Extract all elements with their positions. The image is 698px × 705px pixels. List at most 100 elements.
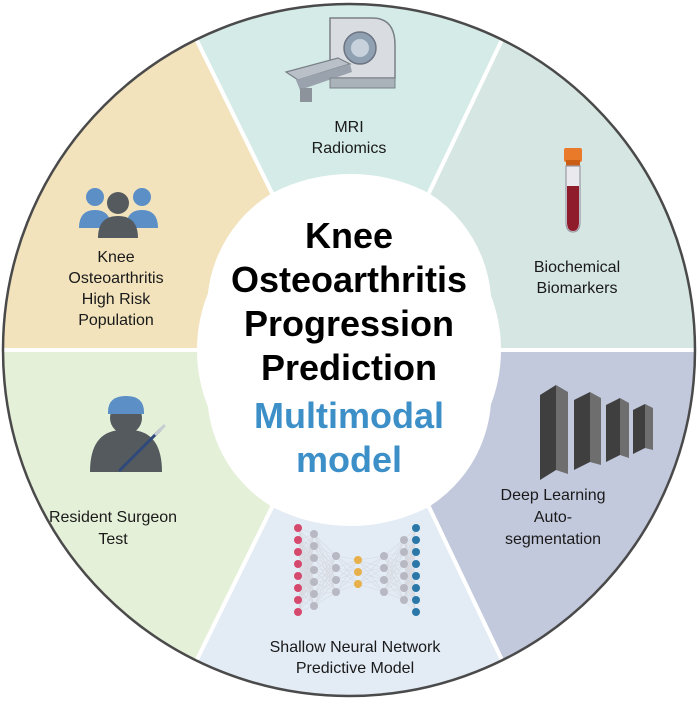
nn-connection bbox=[383, 539, 405, 581]
people-group-icon bbox=[79, 188, 158, 238]
nn-node bbox=[354, 568, 362, 576]
nn-node bbox=[412, 584, 420, 592]
nn-node bbox=[310, 566, 318, 574]
nn-node bbox=[294, 560, 302, 568]
nn-connection bbox=[383, 539, 405, 593]
nn-connection bbox=[313, 591, 337, 607]
population-label-line-1: Knee bbox=[97, 249, 134, 266]
nn-connection bbox=[297, 533, 315, 589]
nn-connection bbox=[313, 555, 337, 571]
nn-connection bbox=[297, 533, 315, 577]
mri-label-line-1: MRI bbox=[334, 119, 363, 136]
nn-connection bbox=[383, 539, 405, 569]
cnn-layers-icon bbox=[540, 385, 653, 480]
nn-connection bbox=[383, 551, 405, 593]
nn-node bbox=[294, 596, 302, 604]
nn-connection bbox=[335, 559, 359, 581]
surgeon-label-line-2: Test bbox=[98, 531, 128, 548]
nn-connection bbox=[313, 579, 337, 607]
nn-node bbox=[294, 536, 302, 544]
nn-connection bbox=[383, 563, 405, 593]
nn-node bbox=[412, 524, 420, 532]
nn-connection bbox=[357, 555, 385, 585]
nn-node bbox=[412, 548, 420, 556]
nn-node bbox=[294, 584, 302, 592]
nn-connection bbox=[313, 567, 337, 607]
nn-connection bbox=[297, 581, 315, 613]
nn-connection bbox=[357, 567, 385, 585]
blood-tube-icon bbox=[564, 148, 582, 233]
nn-node bbox=[310, 530, 318, 538]
nn-node bbox=[294, 524, 302, 532]
nn-node bbox=[354, 556, 362, 564]
nn-node bbox=[310, 542, 318, 550]
nn-connection bbox=[403, 551, 417, 601]
shallow-nn-label-line-2: Predictive Model bbox=[296, 660, 414, 677]
nn-connection bbox=[335, 559, 359, 593]
mri-scanner-icon bbox=[284, 17, 396, 102]
center-subtitle-line-1: Multimodal bbox=[254, 395, 444, 436]
nn-node bbox=[380, 576, 388, 584]
nn-connection bbox=[297, 533, 315, 565]
nn-node bbox=[380, 564, 388, 572]
center-title-line-1: Knee bbox=[305, 215, 393, 256]
nn-node bbox=[412, 536, 420, 544]
nn-node bbox=[294, 548, 302, 556]
nn-node bbox=[400, 572, 408, 580]
nn-node bbox=[400, 560, 408, 568]
biochemical-label-line-1: Biochemical bbox=[534, 259, 620, 276]
nn-node bbox=[380, 588, 388, 596]
nn-connection bbox=[313, 545, 337, 557]
nn-connection bbox=[313, 555, 337, 607]
nn-node bbox=[380, 552, 388, 560]
population-label-line-4: Population bbox=[78, 312, 154, 329]
nn-node bbox=[332, 576, 340, 584]
nn-node bbox=[412, 572, 420, 580]
nn-node bbox=[310, 578, 318, 586]
nn-node bbox=[400, 596, 408, 604]
nn-connection bbox=[313, 533, 337, 557]
mri-label-line-2: Radiomics bbox=[312, 140, 387, 157]
center-title-line-3: Progression bbox=[244, 303, 454, 344]
nn-node bbox=[332, 588, 340, 596]
deep-learning-label-line-1: Deep Learning bbox=[501, 487, 606, 504]
nn-connection bbox=[357, 555, 385, 561]
nn-connection bbox=[357, 579, 385, 585]
nn-connection bbox=[403, 527, 417, 553]
nn-connection bbox=[357, 555, 385, 573]
nn-node bbox=[310, 554, 318, 562]
surgeon-icon bbox=[90, 396, 166, 472]
nn-node bbox=[310, 602, 318, 610]
nn-connection bbox=[403, 575, 417, 601]
nn-connection bbox=[313, 555, 337, 595]
nn-connection bbox=[403, 527, 417, 577]
deep-learning-label-line-3: segmentation bbox=[505, 531, 601, 548]
nn-connection bbox=[313, 555, 337, 583]
nn-connection bbox=[335, 571, 359, 593]
surgeon-label-line-1: Resident Surgeon bbox=[49, 509, 177, 526]
neural-network-icon bbox=[294, 524, 420, 616]
center-title-line-2: Osteoarthritis bbox=[231, 259, 467, 300]
nn-connection bbox=[403, 527, 417, 565]
nn-connection bbox=[383, 575, 405, 593]
nn-connection bbox=[357, 583, 385, 593]
nn-node bbox=[400, 548, 408, 556]
nn-node bbox=[294, 608, 302, 616]
center-title: Knee Osteoarthritis Progression Predicti… bbox=[231, 215, 467, 388]
population-label-line-2: Osteoarthritis bbox=[68, 270, 163, 287]
nn-connection bbox=[383, 539, 405, 557]
nn-connection bbox=[297, 593, 315, 613]
nn-connection bbox=[297, 533, 315, 553]
segment-mri bbox=[173, 3, 525, 198]
nn-node bbox=[332, 564, 340, 572]
population-label-line-3: High Risk bbox=[82, 291, 151, 308]
nn-node bbox=[412, 560, 420, 568]
nn-connection bbox=[297, 557, 315, 613]
center-subtitle: Multimodal model bbox=[254, 395, 444, 480]
nn-node bbox=[310, 590, 318, 598]
nn-connection bbox=[297, 569, 315, 613]
nn-node bbox=[400, 536, 408, 544]
nn-node bbox=[412, 596, 420, 604]
